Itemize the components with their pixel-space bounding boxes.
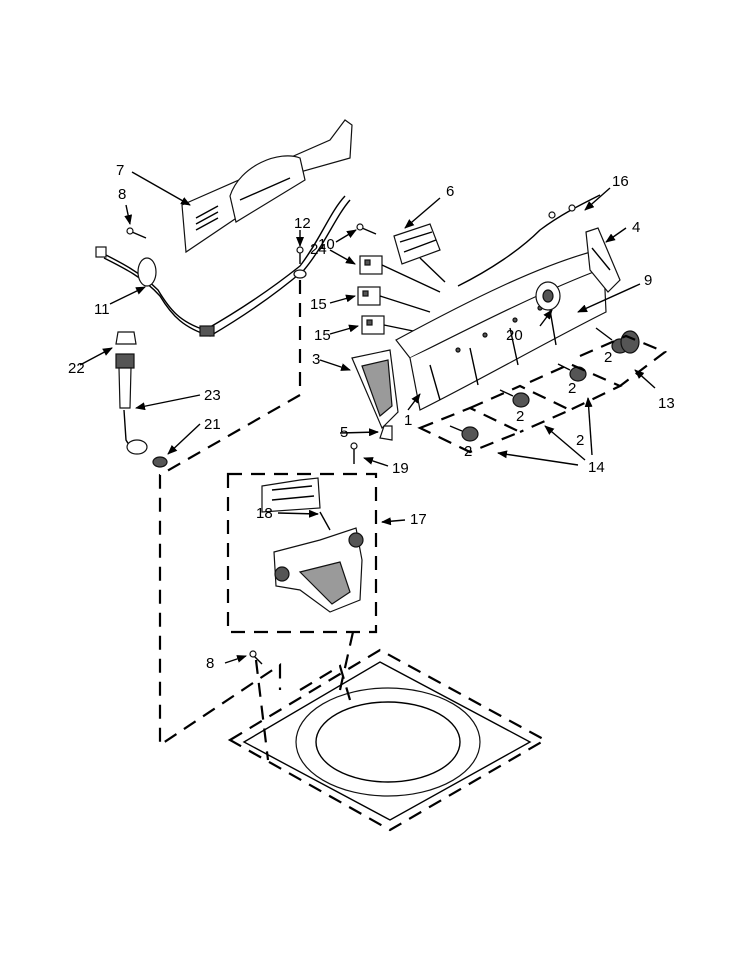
callout-9: 9 [644, 272, 652, 289]
wire-harness [95, 195, 351, 337]
callout-2-d: 2 [576, 432, 584, 449]
callout-16: 16 [612, 173, 629, 190]
indicator-knob-20 [535, 281, 561, 311]
callout-13: 13 [658, 395, 675, 412]
callout-2-b: 2 [568, 380, 576, 397]
callout-8-bottom: 8 [206, 655, 214, 672]
clip-5 [379, 425, 393, 441]
screw-10 [356, 223, 377, 235]
ring-21 [152, 456, 168, 468]
knob-13-large [620, 330, 640, 354]
callout-4: 4 [632, 219, 640, 236]
end-cap-3 [351, 349, 399, 430]
dashed-route-left [158, 280, 302, 748]
dashed-route-screw [254, 659, 270, 761]
hose-23 [115, 353, 148, 455]
callout-1: 1 [404, 412, 412, 429]
electronic-control-board [393, 223, 446, 283]
callout-2-a: 2 [604, 349, 612, 366]
knob-dashed-groups [417, 334, 668, 454]
console-wire-16 [457, 194, 601, 287]
callout-18: 18 [256, 505, 273, 522]
switch-15-upper [357, 286, 381, 306]
callout-5: 5 [340, 424, 348, 441]
end-cap-4 [585, 227, 621, 293]
callout-23: 23 [204, 387, 221, 404]
callout-17: 17 [410, 511, 427, 528]
dashed-route-center [338, 631, 355, 691]
switch-15-lower [361, 315, 385, 335]
knob-2 [499, 389, 530, 408]
drain-cap-22 [115, 331, 137, 345]
knob-1 [449, 425, 479, 442]
callout-14: 14 [588, 459, 605, 476]
screw-8-bottom [249, 650, 263, 665]
water-valve-assembly [226, 472, 378, 634]
callout-12: 12 [294, 215, 311, 232]
callout-6: 6 [446, 183, 454, 200]
callout-20: 20 [506, 327, 523, 344]
callout-15-upper: 15 [310, 296, 327, 313]
console-back-panel [181, 119, 353, 254]
screw-12 [293, 246, 307, 279]
callout-10: 10 [318, 236, 335, 253]
callout-2-e: 2 [464, 443, 472, 460]
switch-24 [359, 255, 383, 275]
callout-21: 21 [204, 416, 221, 433]
callout-7: 7 [116, 162, 124, 179]
callout-3: 3 [312, 351, 320, 368]
screw-19 [350, 442, 358, 464]
callout-24: 24 [310, 241, 327, 258]
callout-15-lower: 15 [314, 327, 331, 344]
screw-8-top [126, 227, 147, 239]
callout-8-top: 8 [118, 186, 126, 203]
callout-22: 22 [68, 360, 85, 377]
callout-11: 11 [94, 301, 110, 318]
callout-2-c: 2 [516, 408, 524, 425]
washer-top-base [227, 648, 548, 832]
callout-19: 19 [392, 460, 409, 477]
